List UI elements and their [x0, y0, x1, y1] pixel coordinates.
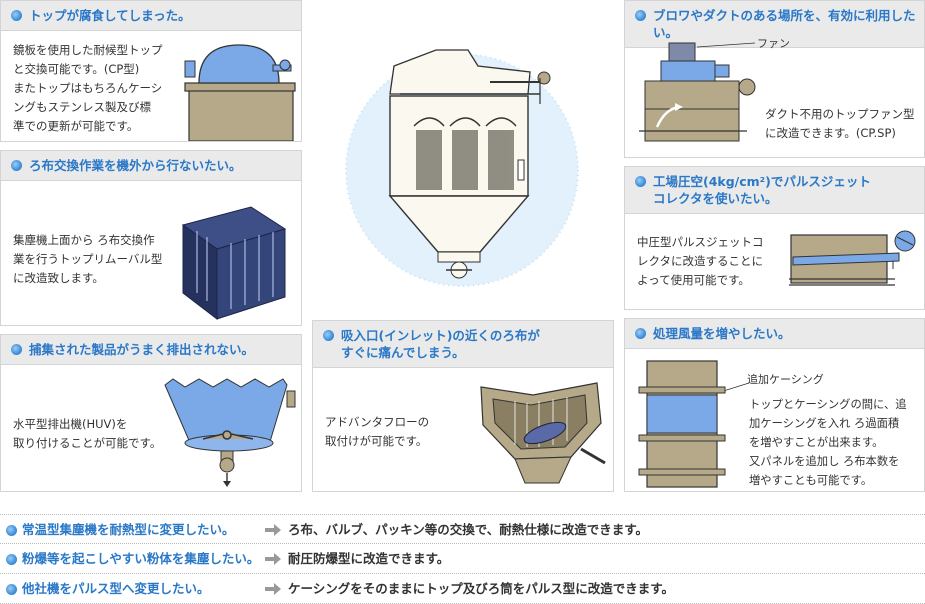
- card-title: 吸入口(インレット)の近くのろ布が すぐに痛んでしまう。: [313, 321, 613, 368]
- bottom-item-desc: ろ布、バルブ、パッキン等の交換で、耐熱仕様に改造できます。: [288, 522, 649, 537]
- card-title: 処理風量を増やしたい。: [625, 319, 924, 349]
- bottom-item-label: 粉爆等を起こしやすい粉体を集塵したい。: [5, 544, 259, 574]
- extra-casing-illustration: [638, 360, 750, 488]
- card-blower: ブロワやダクトのある場所を、有効に利用したい。 ファン ダクト不用のトップファン…: [624, 0, 925, 158]
- card-title: ろ布交換作業を機外から行ないたい。: [1, 151, 301, 181]
- card-title: 工場圧空(4kg/cm²)でパルスジェット コレクタを使いたい。: [625, 167, 924, 214]
- card-text: 集塵機上面から ろ布交換作 業を行うトップリムーバル型 に改造致します。: [13, 233, 163, 285]
- top-removal-illustration: [181, 206, 287, 321]
- arrow-right-icon: [265, 553, 281, 565]
- card-text: トップとケーシングの間に、追 加ケーシングを入れ ろ過面積 を増やすことが出来ま…: [749, 398, 907, 487]
- weather-top-illustration: [184, 44, 296, 141]
- card-title: トップが腐食してしまった。: [1, 1, 301, 31]
- advanta-flow-illustration: [480, 382, 606, 484]
- bottom-item-label: 他社機をパルス型へ変更したい。: [6, 574, 210, 604]
- card-inlet: 吸入口(インレット)の近くのろ布が すぐに痛んでしまう。 アドバンタフローの 取…: [312, 320, 614, 492]
- card-discharge: 捕集された製品がうまく排出されない。 水平型排出機(HUV)を 取り付けることが…: [0, 334, 302, 492]
- card-title: 捕集された製品がうまく排出されない。: [1, 335, 301, 365]
- card-text: ダクト不用のトップファン型 に改造できます。(CP.SP): [765, 107, 915, 140]
- card-text: 鏡板を使用した耐候型トップ と交換可能です。(CP型) またトップはもちろんケー…: [13, 43, 163, 133]
- pulse-jet-illustration: [789, 230, 916, 286]
- arrow-right-icon: [265, 583, 281, 595]
- fan-label: ファン: [757, 37, 790, 50]
- bottom-item-heat-resistant: 常温型集塵機を耐熱型に変更したい。 ろ布、バルブ、パッキン等の交換で、耐熱仕様に…: [0, 514, 925, 544]
- card-text: 中圧型パルスジェットコ レクタに改造することに よって使用可能です。: [637, 235, 764, 287]
- card-title: ブロワやダクトのある場所を、有効に利用したい。: [625, 1, 924, 48]
- bottom-item-desc: ケーシングをそのままにトップ及びろ筒をパルス型に改造できます。: [288, 581, 675, 596]
- bottom-item-desc: 耐圧防爆型に改造できます。: [288, 551, 450, 566]
- bottom-item-explosion-proof: 粉爆等を起こしやすい粉体を集塵したい。 耐圧防爆型に改造できます。: [0, 544, 925, 574]
- casing-label: 追加ケーシング: [747, 373, 824, 386]
- card-text: 水平型排出機(HUV)を 取り付けることが可能です。: [13, 417, 162, 450]
- card-text: アドバンタフローの 取付けが可能です。: [325, 415, 430, 448]
- arrow-right-icon: [265, 524, 281, 536]
- top-fan-illustration: [639, 42, 756, 142]
- card-cloth-exchange: ろ布交換作業を機外から行ないたい。 集塵機上面から ろ布交換作 業を行うトップリ…: [0, 150, 302, 326]
- card-pulse: 工場圧空(4kg/cm²)でパルスジェット コレクタを使いたい。 中圧型パルスジ…: [624, 166, 925, 310]
- bottom-item-label: 常温型集塵機を耐熱型に変更したい。: [6, 515, 235, 545]
- bottom-item-pulse-conversion: 他社機をパルス型へ変更したい。 ケーシングをそのままにトップ及びろ筒をパルス型に…: [0, 574, 925, 604]
- horizontal-discharger-illustration: [164, 378, 296, 487]
- card-airflow: 処理風量を増やしたい。 追加ケーシング トップとケーシングの間に、追 加ケーシン…: [624, 318, 925, 492]
- collector-main-illustration: [345, 49, 579, 287]
- card-top-corrosion: トップが腐食してしまった。 鏡板を使用した耐候型トップ と交換可能です。(CP型…: [0, 0, 302, 142]
